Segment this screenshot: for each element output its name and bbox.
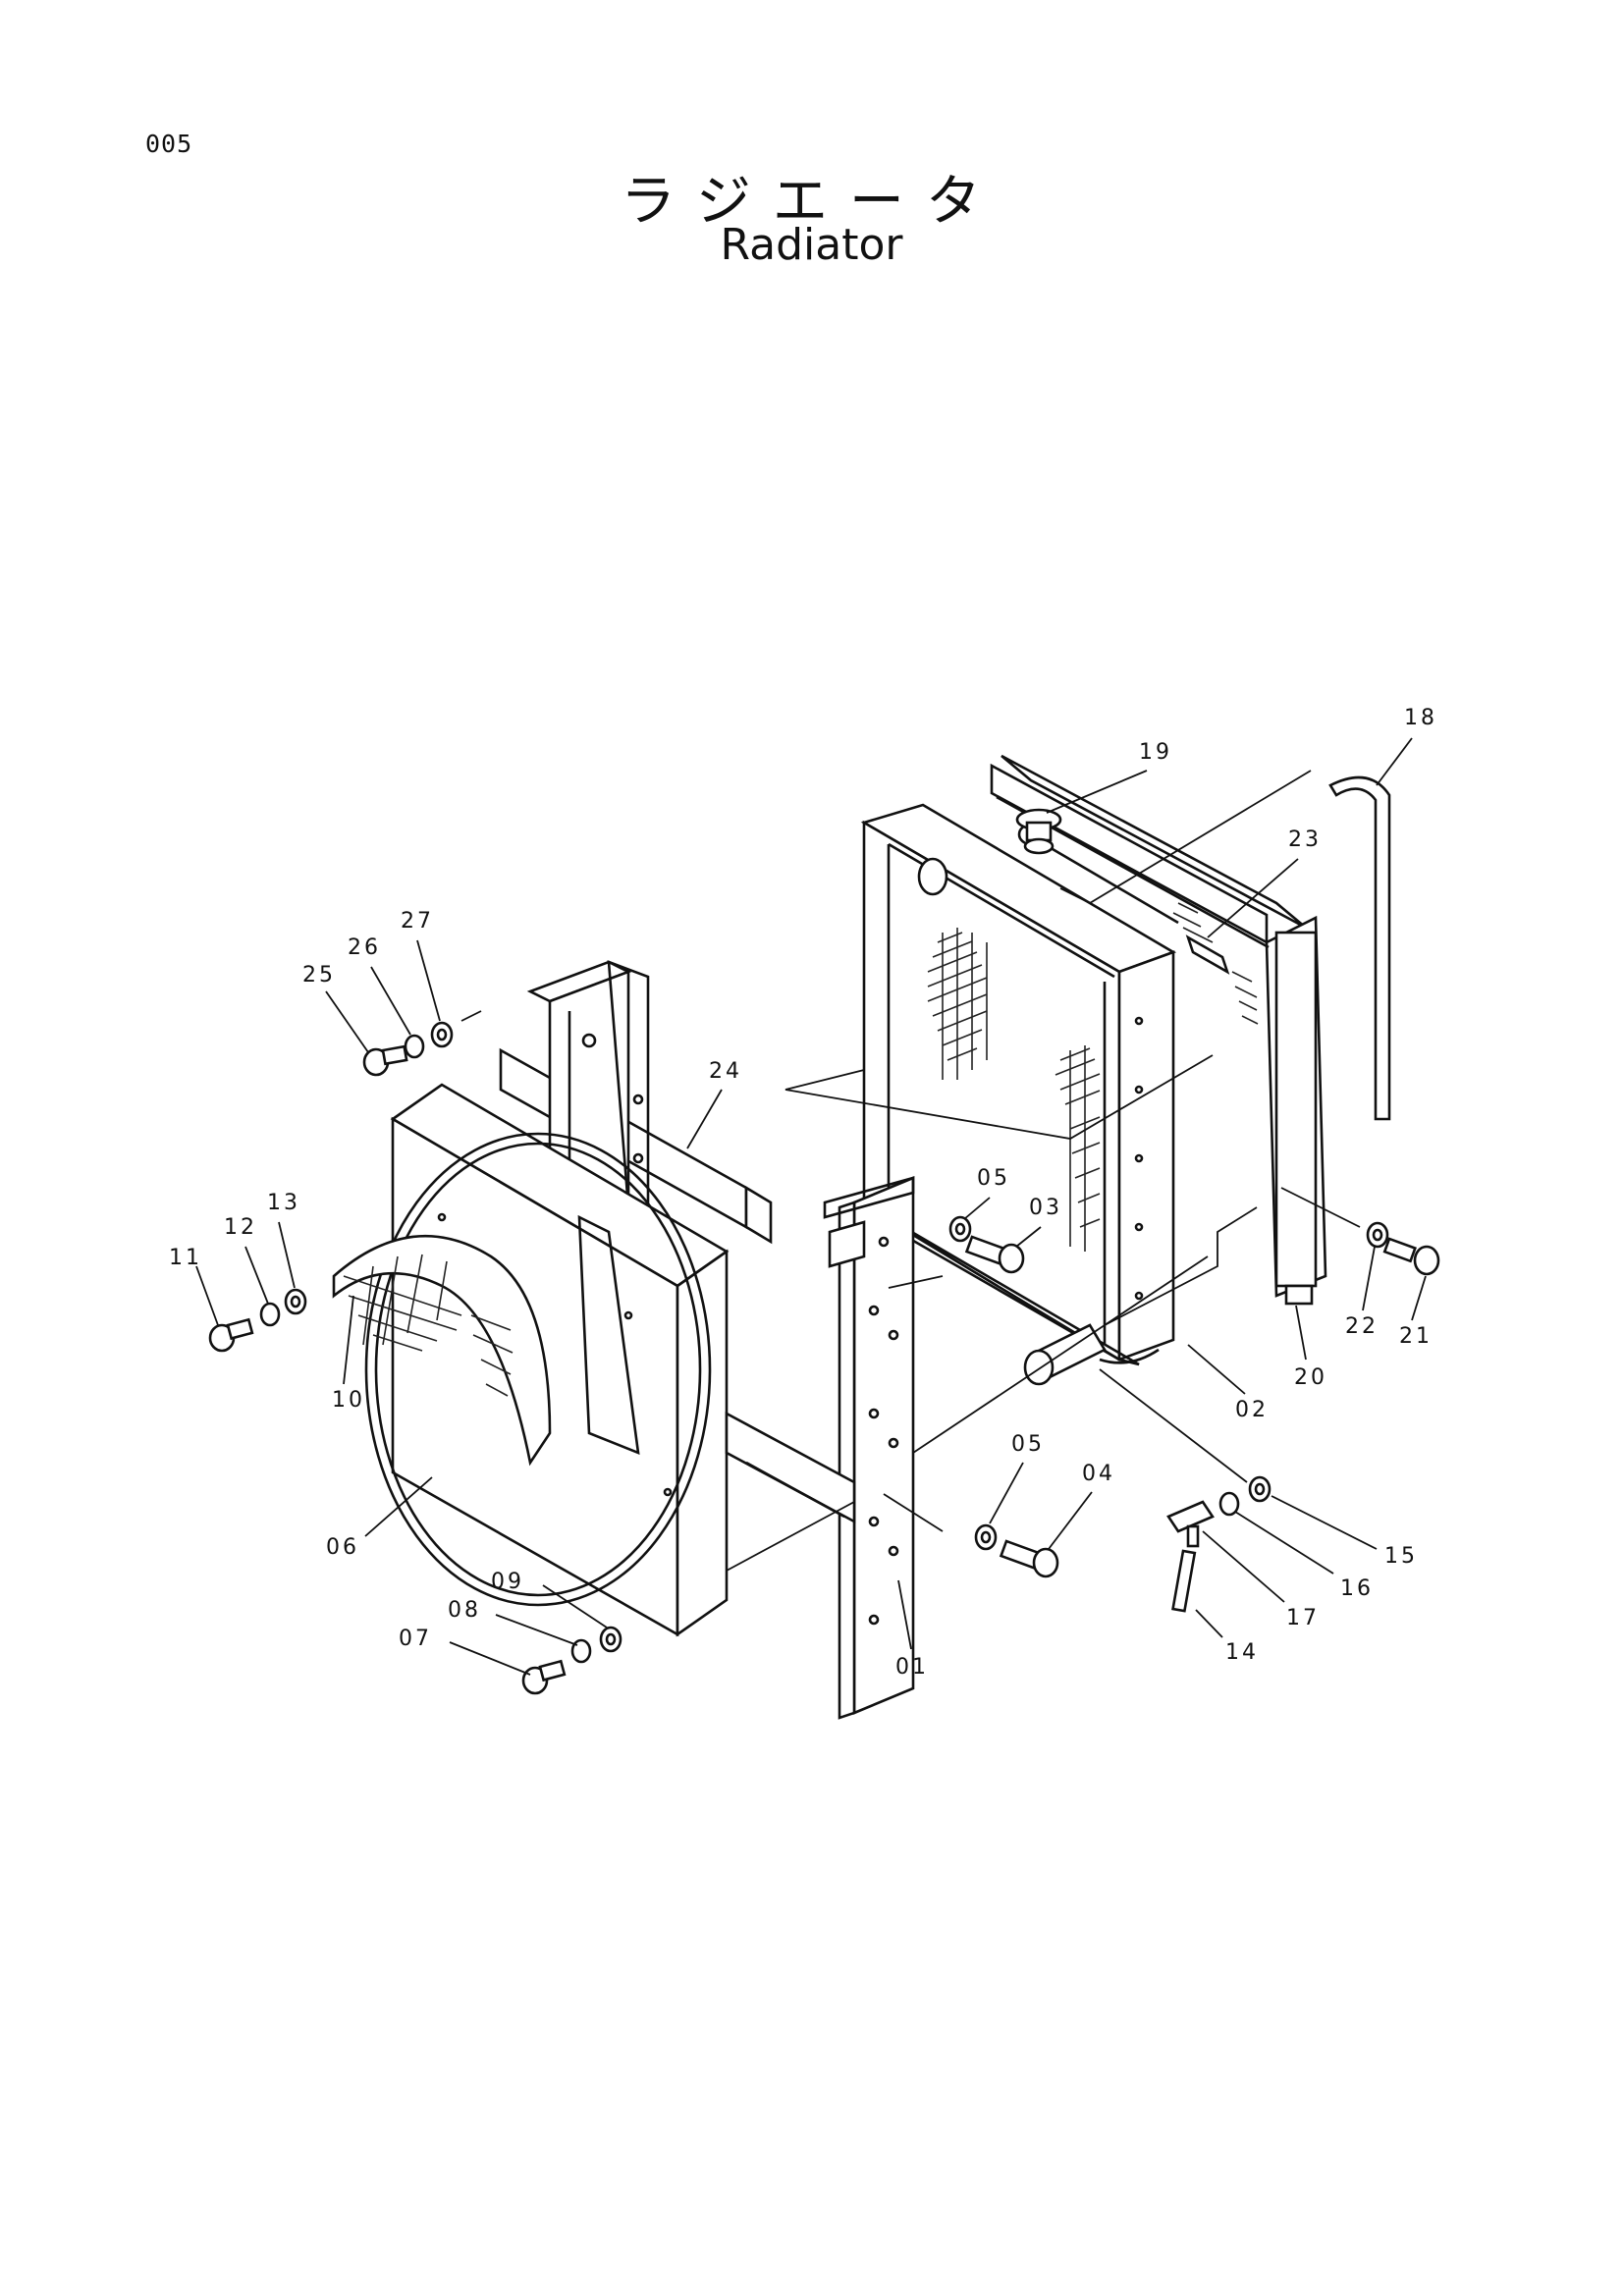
part-03-plug bbox=[964, 1235, 1025, 1274]
radiator-outlet-pipe bbox=[1023, 1323, 1107, 1386]
callout-01: 01 bbox=[895, 1655, 929, 1680]
callout-23: 23 bbox=[1288, 828, 1322, 852]
part-05-washer-lower bbox=[974, 1523, 998, 1551]
assembly-lines bbox=[460, 770, 1361, 1572]
part-10-mesh bbox=[343, 1254, 514, 1397]
callout-25: 25 bbox=[302, 963, 336, 988]
part-04-plug bbox=[999, 1539, 1059, 1578]
part-15-washer bbox=[1248, 1475, 1271, 1503]
callout-02: 02 bbox=[1235, 1398, 1269, 1422]
part-12-washer bbox=[259, 1302, 281, 1327]
part-14-drain-pipe bbox=[1171, 1549, 1197, 1613]
callout-26: 26 bbox=[348, 935, 381, 960]
part-16-washer bbox=[1218, 1491, 1240, 1517]
callout-24: 24 bbox=[709, 1059, 742, 1084]
part-18-hose bbox=[1328, 775, 1391, 1121]
callout-07: 07 bbox=[399, 1627, 432, 1651]
page-number: 005 bbox=[145, 130, 193, 158]
page-title-japanese: ラジエータ bbox=[621, 170, 1002, 234]
callout-20: 20 bbox=[1294, 1365, 1327, 1390]
part-20-rear-core bbox=[990, 754, 1327, 1306]
part-23-rubber-piece bbox=[1185, 934, 1230, 975]
part-27-washer bbox=[430, 1021, 454, 1048]
part-02-mesh bbox=[927, 928, 1101, 1252]
callout-15: 15 bbox=[1384, 1544, 1418, 1569]
part-01-side-post bbox=[725, 1176, 915, 1720]
part-09-washer bbox=[599, 1626, 622, 1653]
callout-labels: 18 19 23 27 26 25 24 05 03 13 12 11 10 2… bbox=[169, 706, 1437, 1680]
callout-08: 08 bbox=[448, 1598, 481, 1623]
part-07-bolt bbox=[521, 1659, 567, 1695]
callout-21: 21 bbox=[1399, 1324, 1433, 1349]
callout-03: 03 bbox=[1029, 1196, 1062, 1220]
part-26-washer bbox=[404, 1034, 425, 1059]
callout-04: 04 bbox=[1082, 1462, 1115, 1486]
callout-leaders bbox=[195, 737, 1427, 1676]
callout-19: 19 bbox=[1139, 740, 1172, 765]
callout-17: 17 bbox=[1286, 1606, 1320, 1630]
part-10-fan-guard bbox=[332, 1234, 552, 1467]
callout-27: 27 bbox=[401, 909, 434, 934]
callout-05-lower: 05 bbox=[1011, 1432, 1045, 1457]
part-13-washer bbox=[284, 1288, 307, 1315]
part-25-bolt bbox=[362, 1044, 408, 1077]
callout-18: 18 bbox=[1404, 706, 1437, 730]
part-19-radiator-cap bbox=[1015, 808, 1062, 855]
part-17-drain-cock bbox=[1166, 1500, 1215, 1548]
callout-22: 22 bbox=[1345, 1314, 1379, 1339]
part-11-bolt bbox=[208, 1317, 254, 1353]
callout-09: 09 bbox=[491, 1570, 524, 1594]
callout-11: 11 bbox=[169, 1246, 202, 1270]
part-02-radiator-core bbox=[860, 803, 1179, 1366]
callout-16: 16 bbox=[1340, 1576, 1374, 1601]
callout-05-upper: 05 bbox=[977, 1166, 1010, 1191]
part-22-washer bbox=[1366, 1221, 1389, 1249]
callout-14: 14 bbox=[1225, 1640, 1259, 1665]
callout-13: 13 bbox=[267, 1191, 300, 1215]
page-title: Radiator bbox=[720, 220, 903, 270]
part-05-washer-upper bbox=[948, 1215, 972, 1243]
part-21-bolt bbox=[1382, 1237, 1440, 1276]
callout-12: 12 bbox=[224, 1215, 257, 1240]
callout-06: 06 bbox=[326, 1535, 359, 1560]
callout-10: 10 bbox=[332, 1388, 365, 1413]
